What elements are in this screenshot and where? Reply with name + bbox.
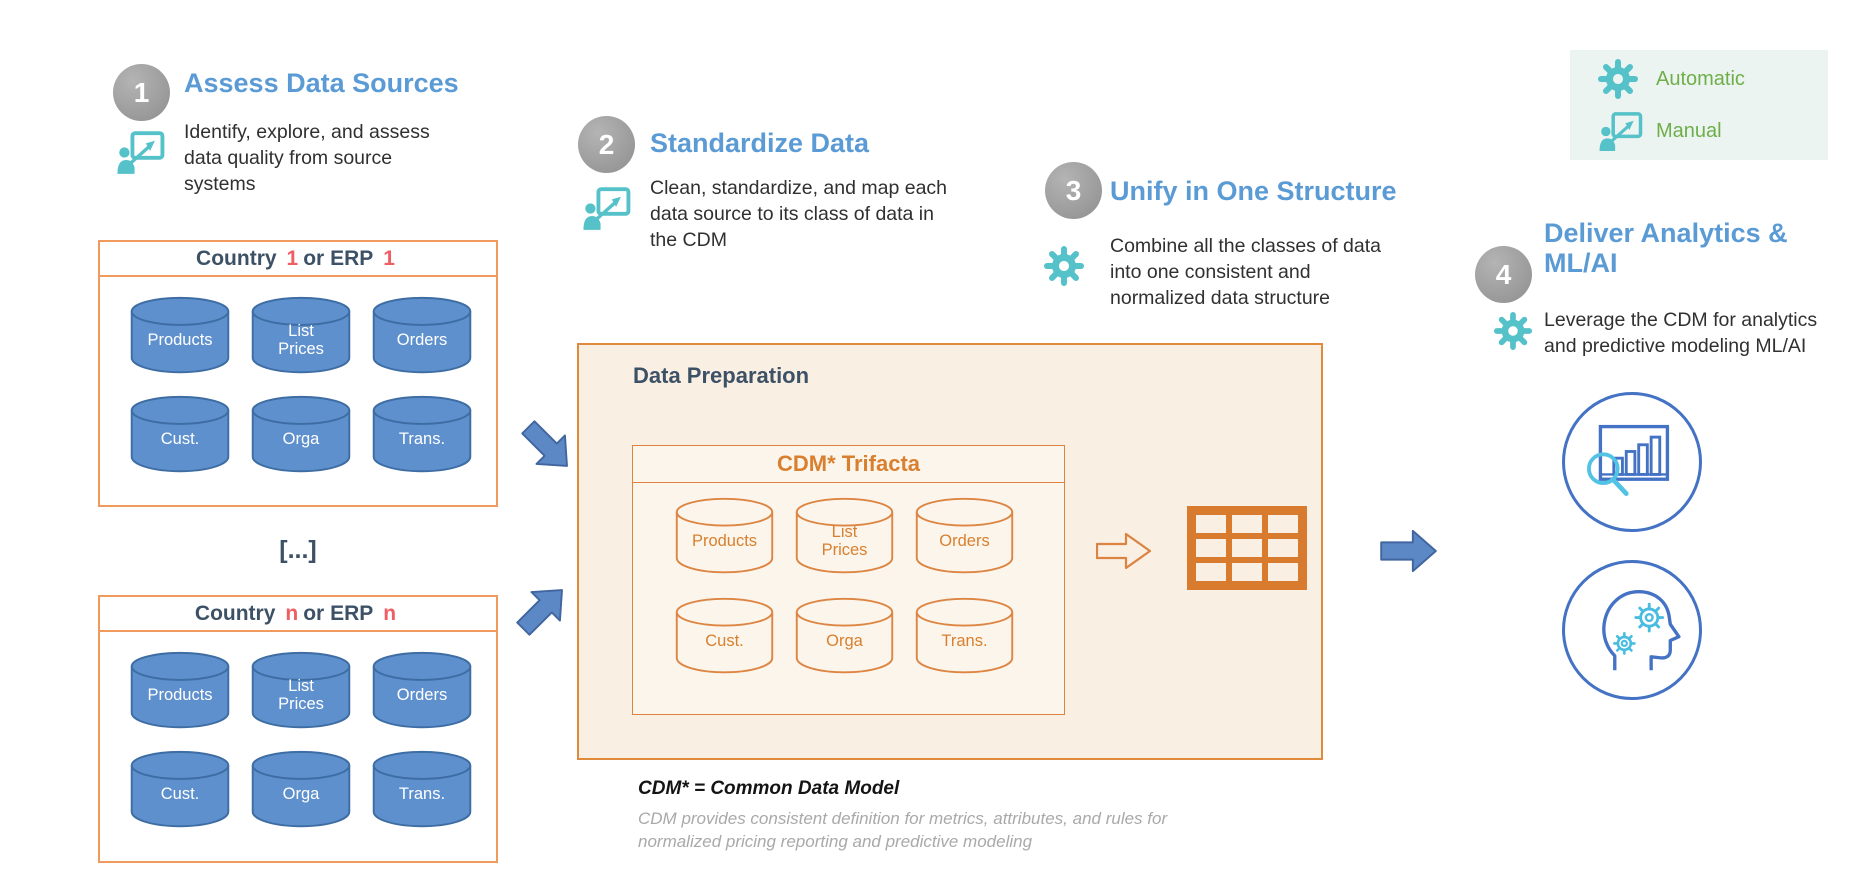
database-cylinder: Cust. <box>671 595 778 679</box>
gear-icon <box>1044 246 1084 286</box>
step-3-badge: 3 <box>1045 162 1102 219</box>
country-1-cylinders: Products List Prices Orders Cust. Orga T… <box>100 277 496 478</box>
outline-arrow-right <box>1096 529 1152 573</box>
gear-icon <box>1494 312 1532 350</box>
database-cylinder: Products <box>126 649 234 734</box>
database-cylinder: Orders <box>911 495 1018 579</box>
database-cylinder: Trans. <box>368 748 476 833</box>
step-4-badge: 4 <box>1475 246 1532 303</box>
footnote: CDM* = Common Data Model CDM provides co… <box>638 778 1258 854</box>
database-cylinder: Cust. <box>126 393 234 478</box>
country-n-cylinders: Products List Prices Orders Cust. Orga T… <box>100 632 496 833</box>
database-cylinder: List Prices <box>247 649 355 734</box>
legend-automatic-label: Automatic <box>1656 67 1745 90</box>
footnote-title: CDM* = Common Data Model <box>638 778 900 799</box>
database-cylinder: Cust. <box>126 748 234 833</box>
cdm-trifacta-title: CDM* Trifacta <box>633 446 1064 483</box>
database-cylinder: Products <box>126 294 234 379</box>
legend-automatic: Automatic <box>1598 57 1828 101</box>
manual-icon <box>116 130 166 175</box>
ml-ai-head-icon <box>1562 560 1702 700</box>
step-4-title: Deliver Analytics & ML/AI <box>1544 218 1788 279</box>
manual-icon <box>1598 111 1656 152</box>
flow-arrow-right <box>1380 528 1438 574</box>
flow-arrow-up-right <box>506 572 580 646</box>
more-sources-ellipsis: [...] <box>279 536 317 564</box>
step-1-title: Assess Data Sources <box>184 68 459 98</box>
step-2-description: Clean, standardize, and map each data so… <box>650 177 948 251</box>
database-cylinder: Orders <box>368 649 476 734</box>
step-2-badge: 2 <box>578 116 635 173</box>
step-3-title: Unify in One Structure <box>1110 176 1397 206</box>
step-2-title: Standardize Data <box>650 128 870 158</box>
legend-manual-label: Manual <box>1656 119 1722 142</box>
legend: Automatic Manual <box>1570 50 1828 160</box>
database-cylinder: Orga <box>247 748 355 833</box>
database-cylinder: List Prices <box>791 495 898 579</box>
legend-manual: Manual <box>1598 109 1828 153</box>
database-cylinder: Orga <box>247 393 355 478</box>
table-grid-icon <box>1187 506 1307 590</box>
data-preparation-title: Data Preparation <box>633 363 810 388</box>
analytics-chart-icon <box>1562 392 1702 532</box>
gear-icon <box>1598 59 1656 99</box>
footnote-body: CDM provides consistent definition for m… <box>638 809 1168 852</box>
step-4-description: Leverage the CDM for analytics and predi… <box>1544 309 1818 357</box>
cdm-cylinders: Products List Prices Orders Cust. Orga T… <box>633 483 1064 679</box>
database-cylinder: Products <box>671 495 778 579</box>
step-1-badge: 1 <box>113 64 170 121</box>
step-1-description: Identify, explore, and assess data quali… <box>184 121 430 195</box>
database-cylinder: List Prices <box>247 294 355 379</box>
manual-icon <box>582 186 632 231</box>
database-cylinder: Orders <box>368 294 476 379</box>
cdm-trifacta-box: CDM* Trifacta Products List Prices Order… <box>632 445 1065 715</box>
database-cylinder: Trans. <box>911 595 1018 679</box>
database-cylinder: Orga <box>791 595 898 679</box>
step-3-description: Combine all the classes of data into one… <box>1110 235 1381 309</box>
database-cylinder: Trans. <box>368 393 476 478</box>
flow-arrow-down-right <box>511 410 585 484</box>
